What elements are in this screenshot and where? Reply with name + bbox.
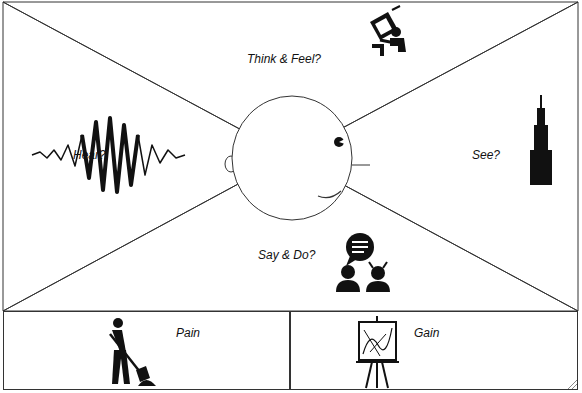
antenna	[369, 262, 373, 268]
person-body	[390, 38, 406, 52]
eye	[334, 137, 344, 147]
speech-bubble	[346, 233, 374, 261]
bubble-line	[352, 241, 368, 243]
think-icon	[370, 6, 406, 56]
worker-leg	[112, 350, 122, 384]
region-label: Pain	[176, 326, 200, 340]
say-icon	[336, 233, 390, 292]
laptop-screen-glare	[375, 18, 392, 35]
lamp	[392, 6, 400, 10]
laptop-screen	[370, 12, 398, 40]
region-label: Hear?	[73, 148, 106, 162]
worker-body	[112, 330, 126, 352]
region-rect	[4, 312, 290, 390]
resize-grip	[568, 380, 577, 389]
region-outline	[3, 311, 290, 390]
person-body	[336, 280, 360, 292]
shovel-handle	[110, 334, 140, 372]
worker-leg	[120, 350, 130, 384]
tower-mid	[534, 125, 548, 152]
worker-head	[113, 318, 123, 328]
pain-icon	[110, 318, 156, 386]
easel-ledge	[356, 361, 399, 363]
sound-wave	[32, 118, 185, 192]
head-circle	[232, 96, 352, 220]
region-label: See?	[472, 148, 500, 162]
mouth	[318, 191, 341, 198]
region-label: Think & Feel?	[247, 52, 321, 66]
pain-box: Pain	[3, 311, 290, 390]
person-head	[341, 265, 355, 279]
eye-notch	[339, 139, 345, 144]
region-label: Gain	[414, 326, 439, 340]
easel-leg	[376, 316, 378, 388]
region-rect	[291, 312, 578, 390]
say-do-region: Say & Do?	[3, 156, 578, 311]
person-head	[371, 266, 385, 280]
tower-base	[530, 150, 552, 185]
grip-line	[572, 384, 577, 389]
tower-top	[537, 108, 545, 126]
region-outline	[290, 311, 578, 390]
wave-thick	[82, 118, 138, 192]
chair	[372, 44, 384, 56]
region-outline	[3, 156, 578, 311]
person-body	[366, 281, 390, 292]
easel-leg	[382, 362, 388, 388]
bubble-line	[352, 251, 364, 253]
canvas	[359, 322, 396, 360]
region-triangle	[3, 156, 578, 311]
bubble-line	[352, 246, 368, 248]
person-head	[391, 27, 401, 37]
gain-icon	[356, 316, 399, 388]
skyscraper	[530, 95, 552, 185]
region-label: Say & Do?	[258, 248, 315, 262]
dirt-mound	[138, 380, 156, 386]
painting-stroke	[363, 328, 392, 354]
gain-box: Gain	[290, 311, 578, 390]
wave-thin	[32, 118, 185, 192]
nose	[352, 165, 370, 166]
antenna	[383, 262, 387, 268]
easel-leg	[366, 362, 372, 388]
spire	[540, 95, 542, 109]
bubble-tail	[346, 256, 357, 266]
grip-line	[568, 380, 577, 389]
ear	[225, 156, 237, 172]
laptop-base	[380, 40, 400, 44]
shovel-blade	[136, 366, 150, 382]
painting-stroke	[364, 330, 386, 356]
